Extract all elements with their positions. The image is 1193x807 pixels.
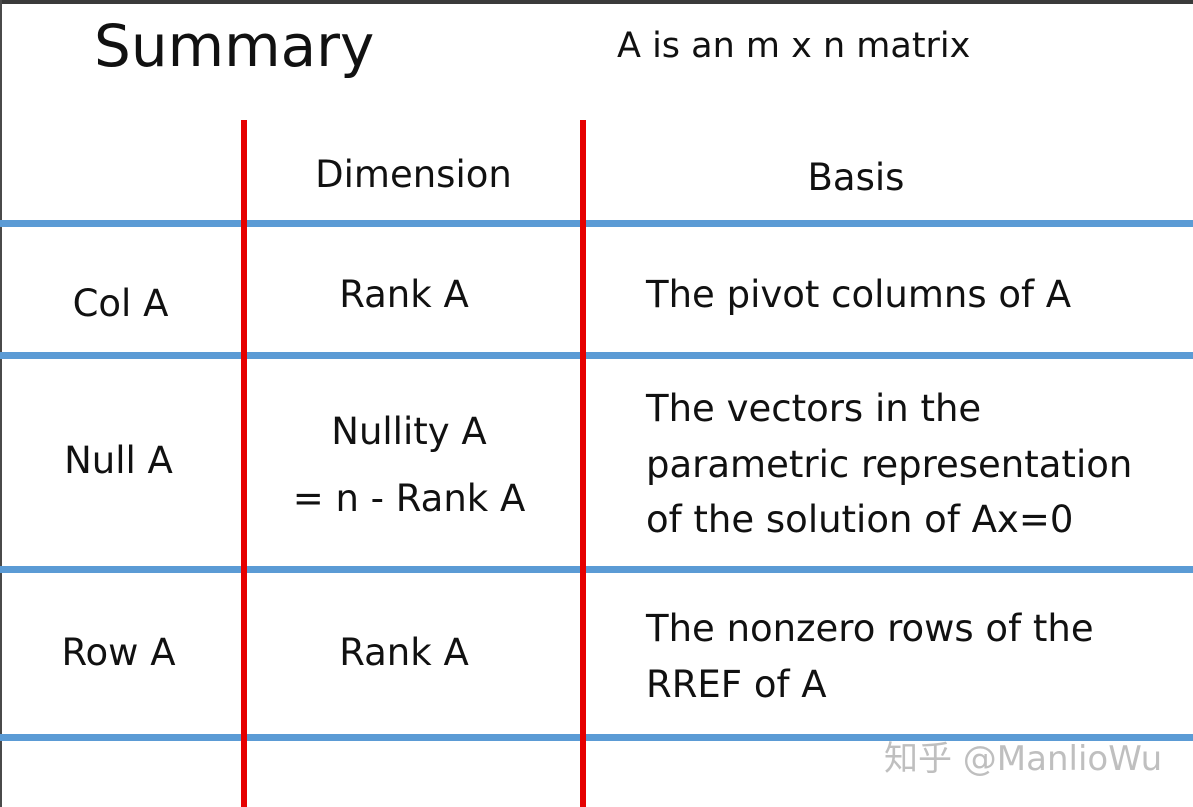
slide-subtitle: A is an m x n matrix bbox=[617, 26, 971, 66]
row-basis-row-line-2: RREF of A bbox=[646, 663, 827, 706]
row-basis-null-line-2: parametric representation bbox=[646, 443, 1133, 486]
table-divider-1 bbox=[241, 120, 247, 807]
left-border bbox=[0, 0, 2, 807]
row-dimension-null-line-1: Nullity A bbox=[331, 410, 487, 453]
row-basis-col: The pivot columns of A bbox=[646, 273, 1072, 316]
row-dimension-null-line-2: = n - Rank A bbox=[292, 477, 526, 520]
row-basis-row-line-1: The nonzero rows of the bbox=[646, 607, 1094, 650]
header-dimension: Dimension bbox=[315, 153, 512, 196]
row-label-null: Null A bbox=[64, 439, 173, 482]
table-rule-header bbox=[0, 220, 1193, 227]
top-border bbox=[0, 0, 1193, 4]
table-divider-2 bbox=[580, 120, 586, 807]
watermark: 知乎 @ManlioWu bbox=[884, 739, 1163, 779]
row-dimension-col: Rank A bbox=[339, 273, 469, 316]
row-dimension-row: Rank A bbox=[339, 631, 469, 674]
slide-title: Summary bbox=[94, 12, 375, 80]
table-rule-row-1 bbox=[0, 352, 1193, 359]
table-rule-row-2 bbox=[0, 566, 1193, 573]
row-label-row: Row A bbox=[61, 631, 176, 674]
header-basis: Basis bbox=[807, 156, 905, 199]
table-rule-row-3 bbox=[0, 734, 1193, 741]
row-basis-null-line-1: The vectors in the bbox=[646, 387, 982, 430]
row-label-col: Col A bbox=[72, 282, 169, 325]
row-basis-null-line-3: of the solution of Ax=0 bbox=[646, 498, 1074, 541]
